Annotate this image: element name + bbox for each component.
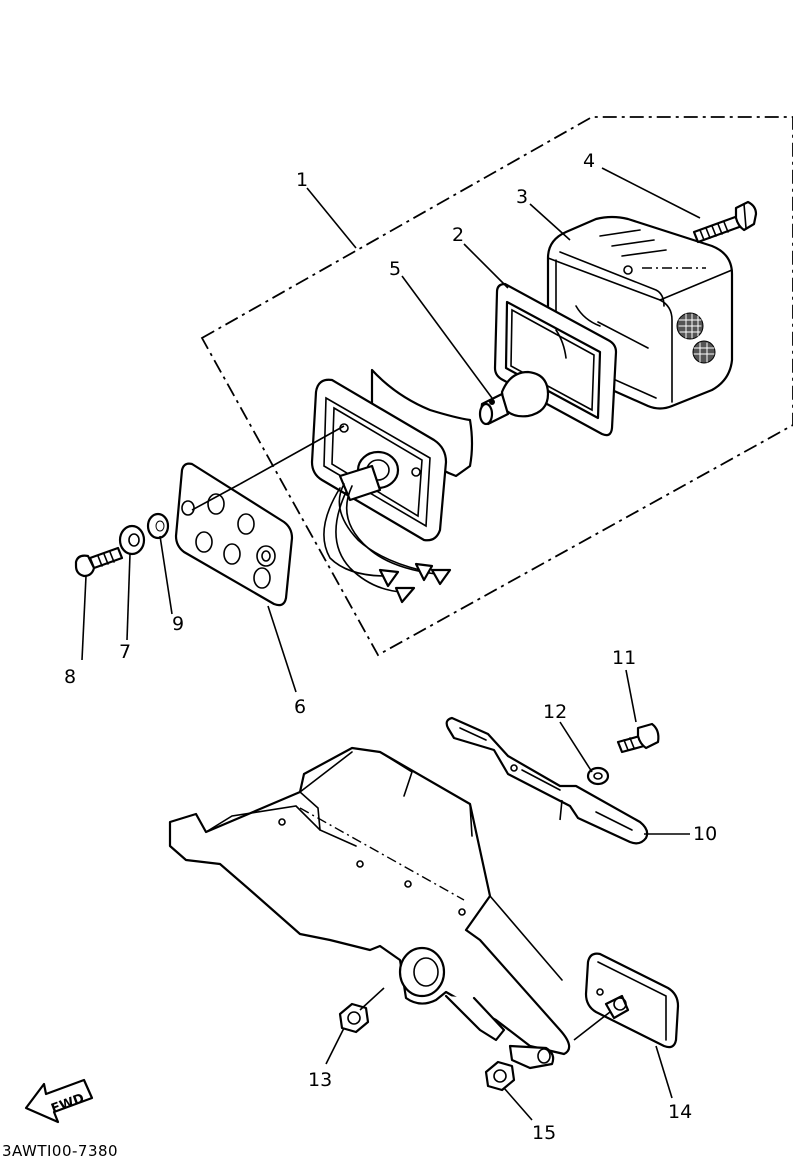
assembly-boundary [200,116,793,657]
fwd-arrow-icon: FWD [24,1078,94,1124]
part-washer[interactable] [118,524,146,556]
part-base[interactable] [310,368,474,604]
callout-2: 2 [452,224,464,246]
callout-14: 14 [668,1101,692,1123]
callout-4: 4 [583,150,595,172]
part-nut[interactable] [586,766,610,786]
diagram-code: 3AWTI00-7380 [2,1142,118,1158]
callout-6: 6 [294,696,306,718]
reflector-lower [692,340,716,364]
callout-3: 3 [516,186,528,208]
part-grommet[interactable] [146,512,170,540]
callout-7: 7 [119,641,131,663]
callout-12: 12 [543,701,567,723]
part-bracket[interactable] [445,716,649,845]
callout-13: 13 [308,1069,332,1091]
callout-10: 10 [693,823,717,845]
part-bolt[interactable] [616,722,660,754]
callout-8: 8 [64,666,76,688]
part-screw[interactable] [692,200,758,244]
part-nut-13[interactable] [338,1002,370,1034]
part-reflector[interactable] [584,952,680,1049]
part-cover[interactable] [174,462,294,607]
callout-5: 5 [389,258,401,280]
callout-15: 15 [532,1122,556,1144]
part-fender[interactable] [168,746,571,1070]
part-nut-15[interactable] [484,1060,516,1092]
part-bulb[interactable] [478,370,550,426]
reflector-upper [676,312,704,340]
callout-9: 9 [172,613,184,635]
part-small-screw[interactable] [74,546,124,578]
part-gasket[interactable] [493,282,618,437]
callout-labels: 1 2 3 4 5 6 7 8 9 10 11 12 13 14 15 [64,150,717,1144]
callout-11: 11 [612,647,636,669]
callout-1: 1 [296,169,308,191]
leader-lines [81,167,701,1121]
